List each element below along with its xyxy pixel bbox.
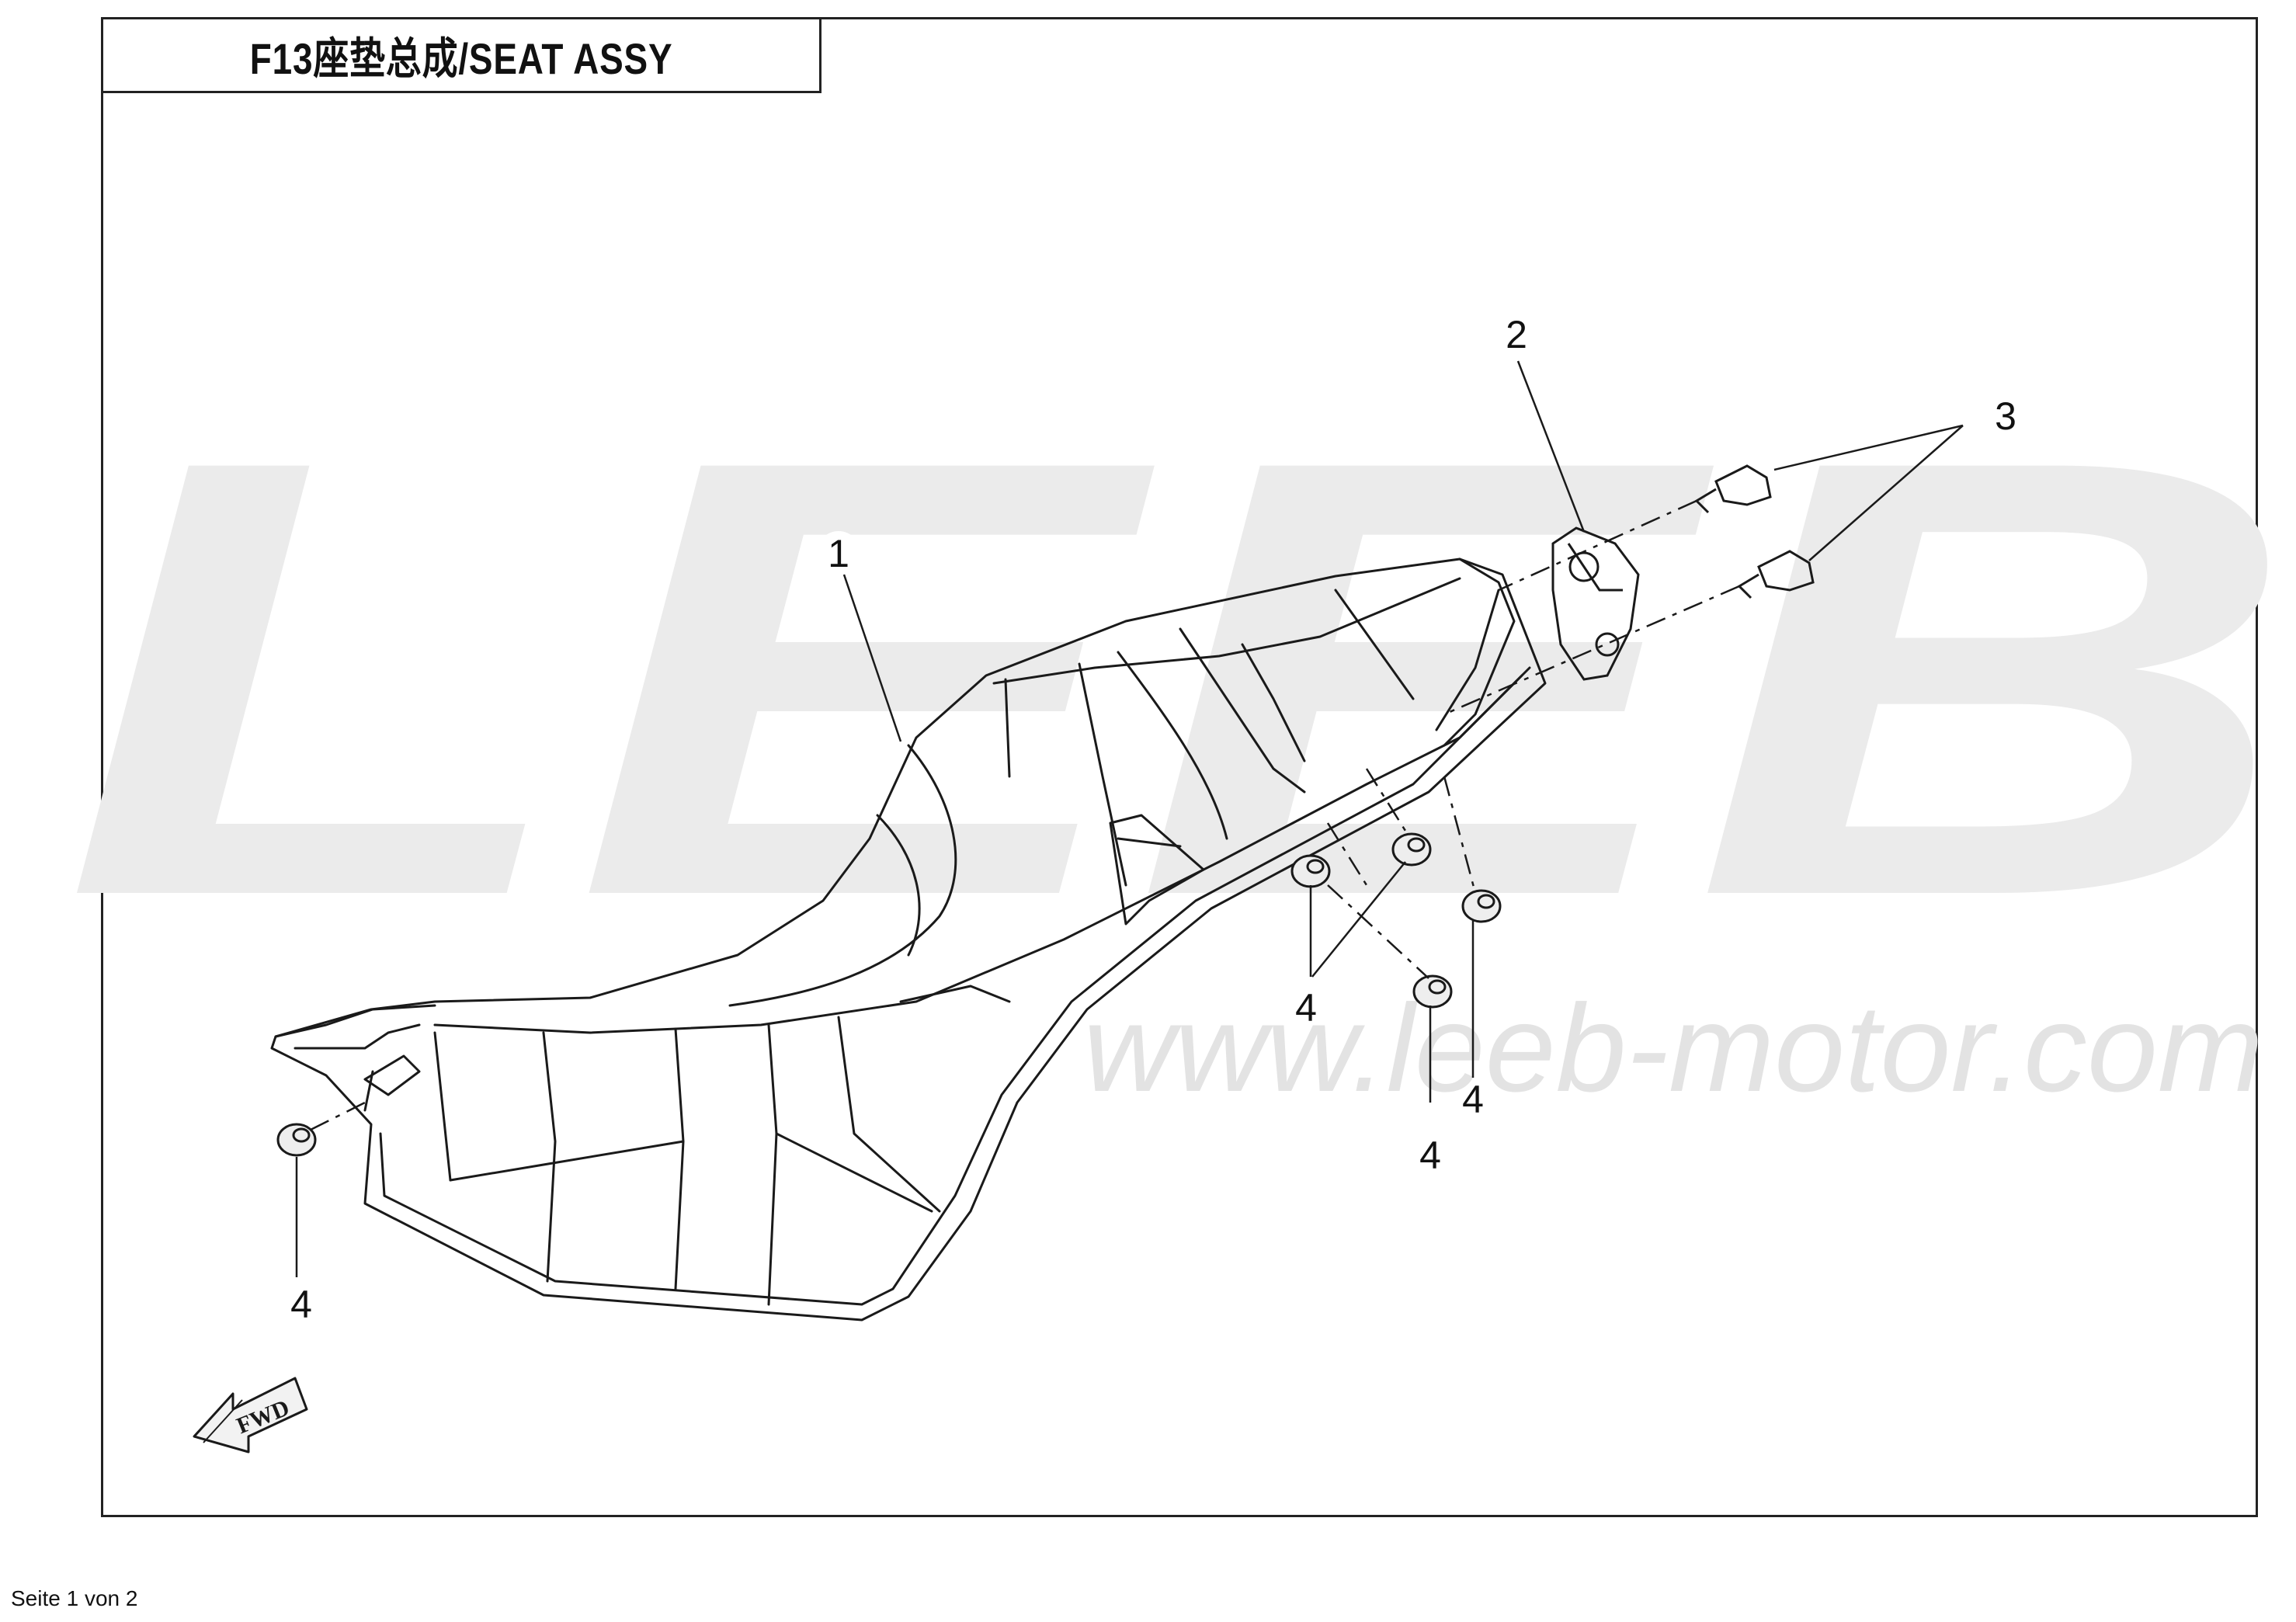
- title-box: F13座垫总成/SEAT ASSY: [101, 17, 821, 93]
- page-footer: Seite 1 von 2: [11, 1586, 138, 1610]
- damper-center-left: [1290, 854, 1331, 888]
- watermark-url: www.leeb-motor.com: [1083, 978, 2263, 1117]
- leader-lines: [295, 360, 1964, 1277]
- watermark-logo: LEEB: [62, 331, 2296, 1025]
- damper-right: [1461, 889, 1502, 923]
- callout-1: 1: [828, 532, 849, 575]
- callout-4-center: 4: [1295, 986, 1317, 1030]
- damper-lower: [1412, 974, 1453, 1009]
- drawing-frame: [101, 17, 2258, 1517]
- callout-2: 2: [1506, 313, 1527, 356]
- callout-3: 3: [1995, 394, 2016, 438]
- watermark-logo-text: LEEB: [62, 331, 2296, 1025]
- callout-4-lower: 4: [1419, 1134, 1441, 1177]
- page-title: F13座垫总成/SEAT ASSY: [249, 33, 673, 83]
- callout-4-left: 4: [290, 1283, 312, 1326]
- fwd-arrow-icon: FWD: [193, 1377, 308, 1454]
- rear-bracket: [1551, 526, 1640, 681]
- assembly-lines: [310, 499, 1740, 1131]
- seat-outline: [270, 557, 1547, 1322]
- damper-left: [276, 1123, 317, 1157]
- callout-4-right: 4: [1462, 1078, 1484, 1121]
- damper-center-right: [1391, 832, 1432, 867]
- seat-assembly: [270, 557, 1547, 1322]
- callout-1-backdrop: [817, 531, 860, 575]
